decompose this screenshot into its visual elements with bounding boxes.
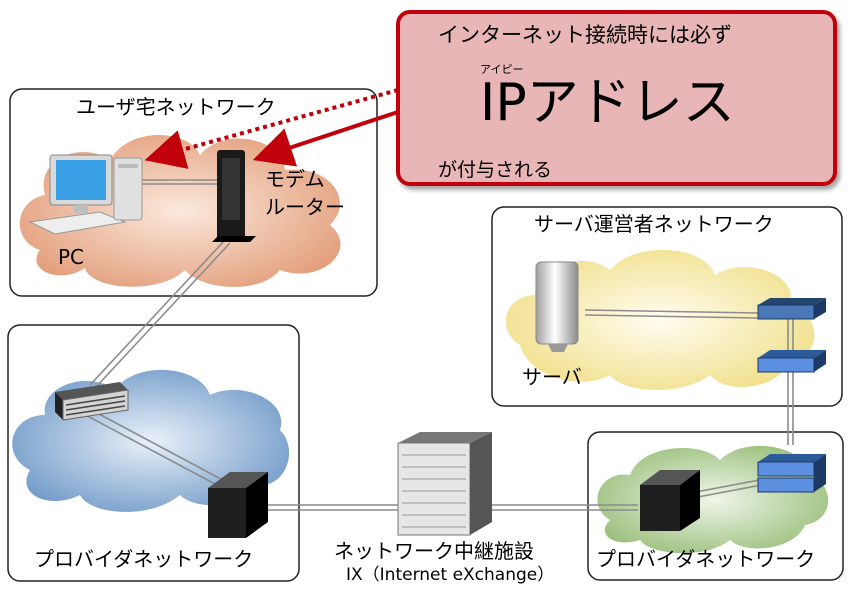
callout-line1: インターネット接続時には必ず <box>438 23 732 47</box>
modem-router-icon <box>212 150 256 242</box>
ix-rack-icon <box>397 432 492 536</box>
server-label: サーバ <box>522 365 582 389</box>
server-cloud <box>505 249 815 390</box>
ip-address-callout: インターネット接続時には必ず アイピー IPアドレス が付与される <box>396 10 837 186</box>
provider-right-label: プロバイダネットワーク <box>596 547 816 571</box>
server-switch-top-icon <box>757 298 826 320</box>
ix-sublabel: IX（Internet eXchange） <box>346 565 555 585</box>
ix-label: ネットワーク中継施設 <box>334 539 534 563</box>
callout-arrow-dotted <box>144 88 399 169</box>
switch-icon <box>55 382 129 421</box>
home-network-title: ユーザ宅ネットワーク <box>76 95 276 119</box>
pc-label: PC <box>58 245 85 269</box>
provider-right-box <box>587 431 844 581</box>
provider-router-left-icon <box>208 472 268 538</box>
callout-line3: が付与される <box>438 159 553 181</box>
server-network-title: サーバ運営者ネットワーク <box>534 212 774 236</box>
provider-left-label: プロバイダネットワーク <box>34 547 254 571</box>
connection-lines <box>79 179 794 511</box>
home-network-box <box>9 88 378 297</box>
server-switch-bottom-icon <box>757 350 826 373</box>
modem-label-1: モデム <box>265 167 325 191</box>
callout-main: IPアドレス <box>480 73 735 133</box>
provider-router-right-icon <box>640 470 700 531</box>
modem-label-2: ルーター <box>265 195 345 219</box>
pc-icon <box>28 154 143 235</box>
server-network-box <box>491 206 843 407</box>
callout-arrow-solid <box>252 110 399 167</box>
callout-ruby: アイピー <box>480 63 524 76</box>
provider-right-switch-icon <box>757 454 826 493</box>
server-icon <box>535 261 579 352</box>
